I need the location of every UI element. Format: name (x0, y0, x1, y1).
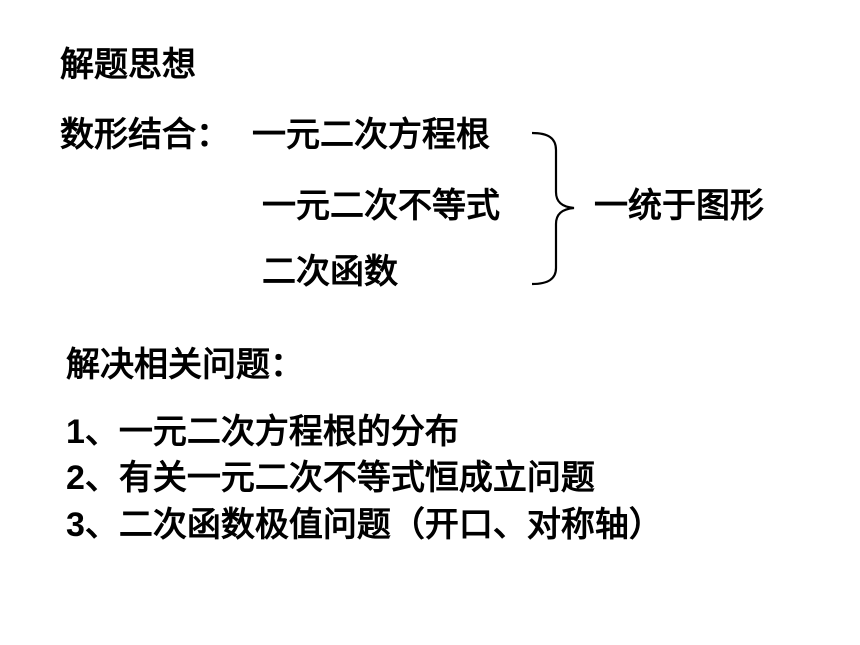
item-quadratic-inequality: 一元二次不等式 (262, 186, 500, 226)
problem-text: 、一元二次方程根的分布 (84, 412, 459, 452)
heading: 解题思想 (60, 45, 196, 85)
problem-item-1: 1、一元二次方程根的分布 (66, 412, 459, 452)
problem-number: 3 (66, 506, 85, 544)
problem-text: 、有关一元二次不等式恒成立问题 (84, 458, 595, 498)
problem-item-3: 3、二次函数极值问题（开口、对称轴） (66, 505, 663, 545)
item-quadratic-function: 二次函数 (262, 252, 398, 292)
unify-text: 一统于图形 (594, 186, 764, 226)
problem-number: 1 (66, 413, 85, 451)
problem-item-2: 2、有关一元二次不等式恒成立问题 (66, 458, 595, 498)
problem-number: 2 (66, 459, 85, 497)
item-quadratic-equation-roots: 一元二次方程根 (252, 115, 490, 155)
combine-label: 数形结合： (60, 115, 230, 155)
problems-heading: 解决相关问题： (66, 345, 304, 385)
problem-text: 、二次函数极值问题（开口、对称轴） (84, 505, 663, 545)
